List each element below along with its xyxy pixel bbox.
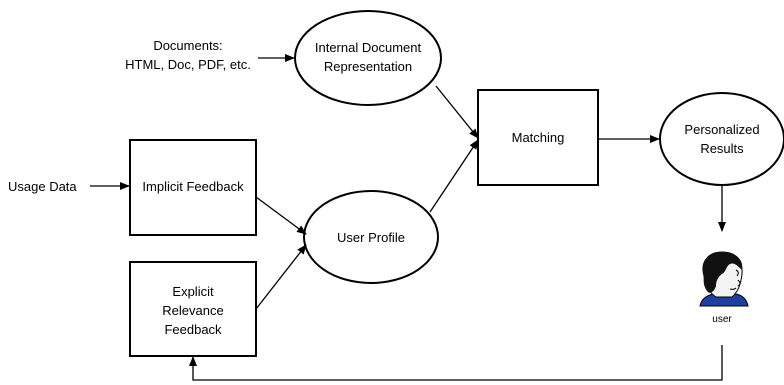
explicit-feedback-label-line2: Relevance (162, 303, 223, 318)
explicit-feedback-label-line1: Explicit (172, 284, 214, 299)
documents-label-line1: Documents: (153, 38, 222, 53)
explicit-feedback-label-line3: Feedback (164, 322, 222, 337)
user-label: user (712, 314, 732, 325)
matching-node (477, 89, 599, 186)
matching-label: Matching (512, 130, 565, 145)
implicit-feedback-label: Implicit Feedback (142, 179, 244, 194)
personalized-results-label-line1: Personalized (684, 122, 759, 137)
internal-document-label-line1: Internal Document (315, 40, 422, 55)
personalized-results-node (659, 92, 784, 186)
personalized-results-label-line2: Results (700, 141, 744, 156)
internal-document-label-line2: Representation (324, 59, 412, 74)
arrow-user-feedback-loop (189, 345, 723, 381)
user-profile-label: User Profile (337, 230, 405, 245)
documents-label-line2: HTML, Doc, PDF, etc. (125, 57, 251, 72)
arrow-internal-to-matching (435, 85, 479, 139)
arrow-profile-to-matching (429, 139, 479, 213)
arrow-explicit-to-profile (255, 244, 307, 310)
explicit-feedback-node (129, 261, 257, 357)
arrow-implicit-to-profile (255, 196, 307, 235)
user-icon (699, 251, 749, 307)
usage-data-label: Usage Data (8, 179, 77, 194)
user-profile-node (303, 190, 439, 284)
internal-document-node (294, 10, 442, 106)
implicit-feedback-node (129, 139, 257, 236)
